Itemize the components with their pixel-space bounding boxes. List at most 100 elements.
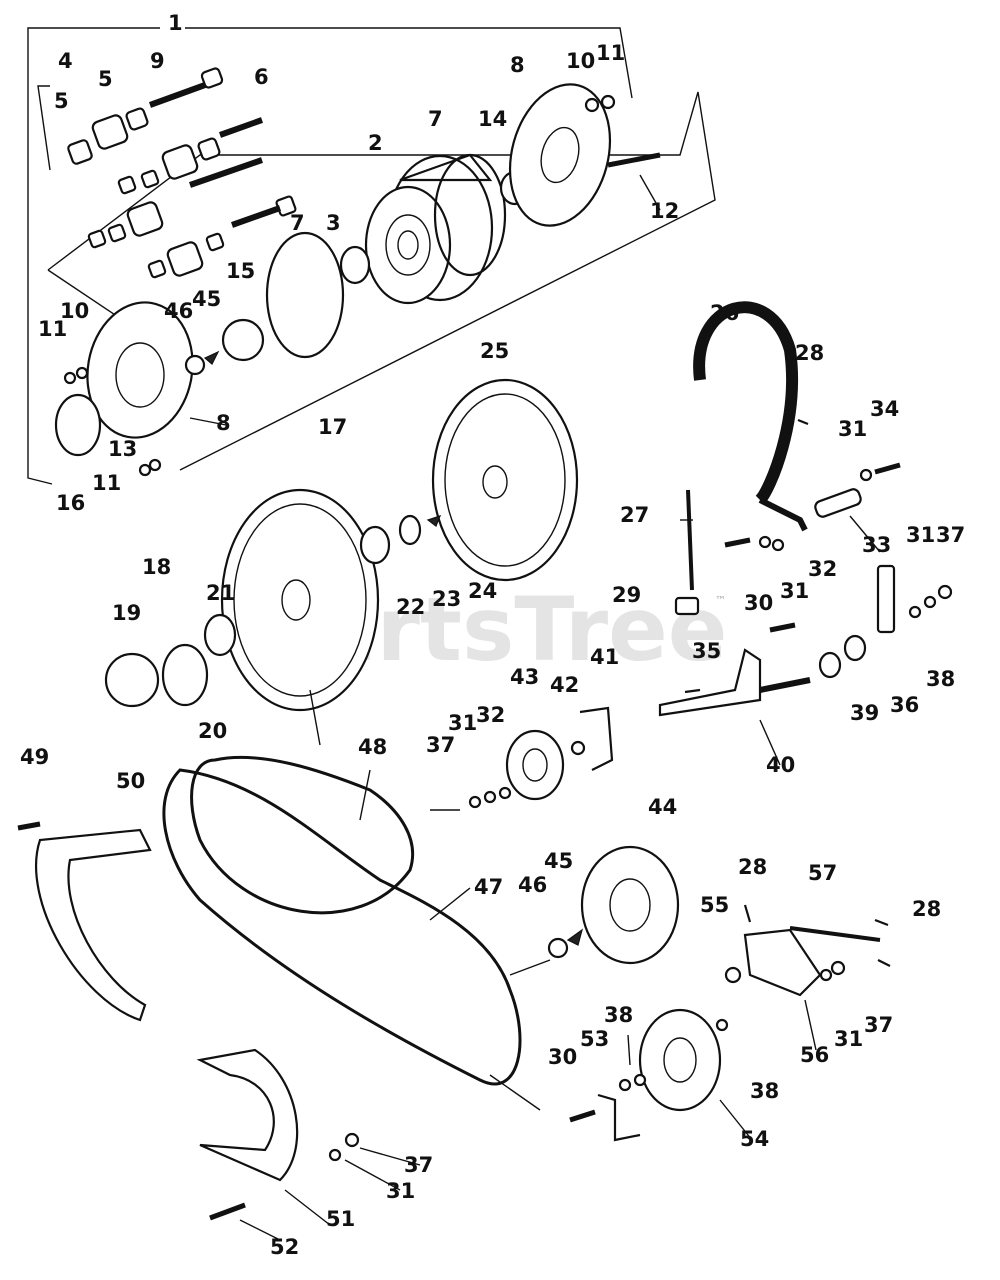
callout-53: 53 [580,1027,609,1051]
callout-18: 18 [142,555,171,579]
callout-30-b: 30 [548,1045,577,1069]
callout-45-a: 45 [192,287,221,311]
bearing [339,245,371,285]
washer-38-right [908,605,922,619]
belt-48 [190,755,415,915]
belt-guard-50 [34,828,152,1022]
callout-31-a: 31 [838,417,867,441]
callout-13: 13 [108,437,137,461]
callout-28-c: 28 [912,897,941,921]
callout-30-a: 30 [744,591,773,615]
callout-49: 49 [20,745,49,769]
callout-19: 19 [112,601,141,625]
nut-46-upper [184,354,206,376]
callout-34: 34 [870,397,899,421]
washer-38-b [618,1078,632,1092]
callout-57: 57 [808,861,837,885]
callout-7-a: 7 [428,107,443,131]
bracket-53 [597,1093,641,1142]
callout-50: 50 [116,769,145,793]
bracket-41 [579,706,614,771]
idler-pulley-43 [505,729,565,801]
washer-32-upper [771,538,785,552]
callout-14: 14 [478,107,507,131]
belt-guard-51 [196,1048,299,1182]
callout-28-a: 28 [795,341,824,365]
nut-42 [570,740,586,756]
leader-lines [189,174,881,1241]
callout-46-b: 46 [518,873,547,897]
nut-11-upper [600,94,616,110]
bolt-30-lower [569,1109,596,1123]
callout-9: 9 [150,49,165,73]
callout-38-c: 38 [750,1079,779,1103]
callout-5-a: 5 [98,67,113,91]
washer-31-upper [758,535,772,549]
idler-bracket-56 [743,928,822,997]
callout-10-a: 10 [566,49,595,73]
callout-45-b: 45 [544,849,573,873]
cap-16 [54,393,102,457]
key-45-upper [203,350,220,365]
callout-2: 2 [368,131,383,155]
washer-31-right [923,595,937,609]
spacer-22 [359,525,391,565]
bushing-39-b [843,634,867,662]
bolt-30-middle [769,622,796,633]
bushing-39-a [818,651,842,679]
gear-15 [221,318,265,362]
callout-37-c: 37 [864,1013,893,1037]
seal-ring-upper [433,153,507,277]
gear-19 [104,652,160,708]
callout-31-f: 31 [386,1179,415,1203]
callout-28-b: 28 [738,855,767,879]
washer-10-left [75,366,89,380]
callout-15: 15 [226,259,255,283]
seal-ring-lower [265,231,345,359]
callout-5-b: 5 [54,89,69,113]
washer-32-a [498,786,512,800]
callout-8-a: 8 [510,53,525,77]
arm-40 [658,648,811,717]
callout-47: 47 [474,875,503,899]
link-36 [876,564,896,634]
callout-6: 6 [254,65,269,89]
washer-31-c [328,1148,342,1162]
callout-22: 22 [396,595,425,619]
callout-37-a: 37 [936,523,965,547]
callout-38-b: 38 [604,1003,633,1027]
nut-37-c [344,1132,360,1148]
callout-48: 48 [358,735,387,759]
ring-20 [161,643,209,707]
callout-10-b: 10 [60,299,89,323]
callout-46-a: 46 [164,299,193,323]
callout-31-e: 31 [834,1027,863,1051]
pin-28-mid [743,904,752,923]
callout-56: 56 [800,1043,829,1067]
pulley-25 [431,378,579,582]
pin-29 [674,596,700,616]
callout-7-b: 7 [290,211,305,235]
callout-39: 39 [850,701,879,725]
callout-26: 26 [710,301,739,325]
washer-55 [724,966,742,984]
callout-44: 44 [648,795,677,819]
callout-27: 27 [620,503,649,527]
callout-41: 41 [590,645,619,669]
bolt-30-upper [724,537,751,548]
bolt-34 [874,462,901,475]
callout-42: 42 [550,673,579,697]
drum-housing [364,153,494,305]
gear-cluster [67,67,297,279]
washer-31-mid [859,468,873,482]
callout-12: 12 [650,199,679,223]
callout-25: 25 [480,339,509,363]
washer-10-upper [584,97,600,113]
callout-36: 36 [890,693,919,717]
callout-52: 52 [270,1235,299,1259]
washer-23 [398,514,422,546]
callout-31-c: 31 [906,523,935,547]
callout-16: 16 [56,491,85,515]
